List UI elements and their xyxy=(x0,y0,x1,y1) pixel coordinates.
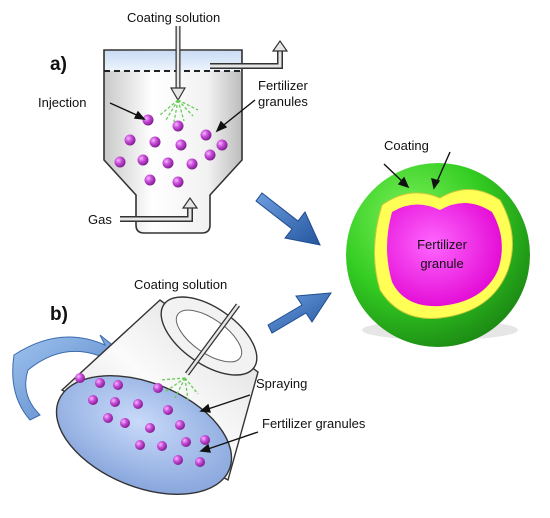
granule xyxy=(145,423,155,433)
granule xyxy=(172,176,184,188)
granule xyxy=(186,158,198,170)
panel-b-leaders xyxy=(199,394,259,453)
fertilizer-granule-label-line1: Fertilizer xyxy=(417,237,468,252)
panel-a-tag: a) xyxy=(50,54,67,75)
granule xyxy=(113,380,123,390)
granule xyxy=(175,139,187,151)
granule xyxy=(135,440,145,450)
coating-inlet-arrowhead xyxy=(169,87,187,102)
granule xyxy=(124,134,136,146)
granule xyxy=(157,441,167,451)
panel-a: a) xyxy=(38,10,309,234)
panel-b-tag: b) xyxy=(50,304,68,325)
granule xyxy=(153,383,163,393)
coating-solution-label-a: Coating solution xyxy=(127,10,220,25)
fertilizer-core xyxy=(387,202,502,307)
granule xyxy=(200,435,210,445)
granule xyxy=(173,455,183,465)
fertilizer-granules-label-a-line2: granules xyxy=(258,94,308,109)
granule xyxy=(204,149,216,161)
process-flow-arrows xyxy=(255,192,332,334)
exhaust-arrowhead xyxy=(271,39,289,52)
granule xyxy=(175,420,185,430)
product-leaders xyxy=(383,151,451,190)
fluidized-granules xyxy=(114,114,228,188)
fertilizer-granules-label-b: Fertilizer granules xyxy=(262,416,366,431)
granule xyxy=(95,378,105,388)
granule xyxy=(114,156,126,168)
spraying-label: Spraying xyxy=(256,376,307,391)
injection-label: Injection xyxy=(38,95,86,110)
fluidized-bed-vessel xyxy=(103,49,243,234)
fertilizer-granule-label-line2: granule xyxy=(420,256,463,271)
coated-granule: Coating Fertilizer granule xyxy=(346,138,530,347)
granule xyxy=(88,395,98,405)
granule xyxy=(142,114,154,126)
arrow-a-to-product xyxy=(255,192,321,246)
granule xyxy=(172,120,184,132)
granule xyxy=(162,157,174,169)
drum-base xyxy=(55,375,233,495)
drum-granules xyxy=(75,373,210,467)
gas-label: Gas xyxy=(88,212,112,227)
drum-spray xyxy=(159,377,199,401)
granule xyxy=(216,139,228,151)
rotation-arrow xyxy=(12,334,126,421)
granule xyxy=(137,154,149,166)
panel-a-leaders xyxy=(109,99,256,133)
coating-label: Coating xyxy=(384,138,429,153)
granule xyxy=(195,457,205,467)
granule xyxy=(120,418,130,428)
granule xyxy=(200,129,212,141)
injection-spray xyxy=(159,99,199,123)
arrow-b-to-product xyxy=(267,292,332,334)
granule xyxy=(163,405,173,415)
granule xyxy=(75,373,85,383)
granule xyxy=(133,399,143,409)
drum-opening xyxy=(175,309,243,363)
coating-solution-label-b: Coating solution xyxy=(134,277,227,292)
granule xyxy=(149,136,161,148)
gas-inlet-arrowhead xyxy=(181,196,199,209)
vessel-head-space xyxy=(105,51,241,71)
fertilizer-granules-label-a-line1: Fertilizer xyxy=(258,78,309,93)
granule xyxy=(103,413,113,423)
granule xyxy=(144,174,156,186)
panel-b: b) xyxy=(12,277,366,495)
granule xyxy=(110,397,120,407)
granule xyxy=(181,437,191,447)
